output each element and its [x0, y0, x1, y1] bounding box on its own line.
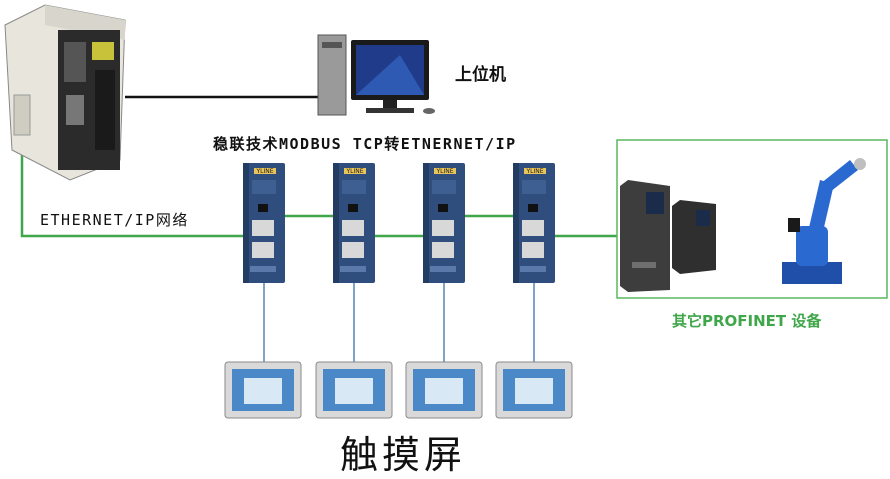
gateway-module-3	[423, 163, 465, 283]
pc-label: 上位机	[455, 65, 506, 85]
hmi-screen-4	[495, 361, 573, 419]
pc-computer	[317, 34, 435, 116]
hmi-screen-1	[224, 361, 302, 419]
gateway-brand-4: YLINE	[525, 168, 543, 175]
ethernet-ip-label: ETHERNET/IP网络	[40, 211, 189, 229]
plc-controller	[4, 4, 126, 181]
gateway-brand-3: YLINE	[435, 168, 453, 175]
gateway-module-2	[333, 163, 375, 283]
hmi-screen-2	[315, 361, 393, 419]
frequency-drive-large	[620, 180, 670, 292]
frequency-drive-small	[672, 200, 716, 274]
industrial-robot	[782, 158, 866, 284]
gateway-brand-1: YLINE	[255, 168, 273, 175]
hmi-label: 触摸屏	[340, 433, 467, 477]
profinet-devices-label: 其它PROFINET 设备	[672, 312, 822, 330]
gateway-module-4	[513, 163, 555, 283]
gateway-module-1	[243, 163, 285, 283]
gateway-label: 稳联技术MODBUS TCP转ETNERNET/IP	[213, 135, 517, 153]
ethernet-ip-line	[20, 145, 243, 238]
hmi-screen-3	[405, 361, 483, 419]
gateway-brand-2: YLINE	[345, 168, 363, 175]
